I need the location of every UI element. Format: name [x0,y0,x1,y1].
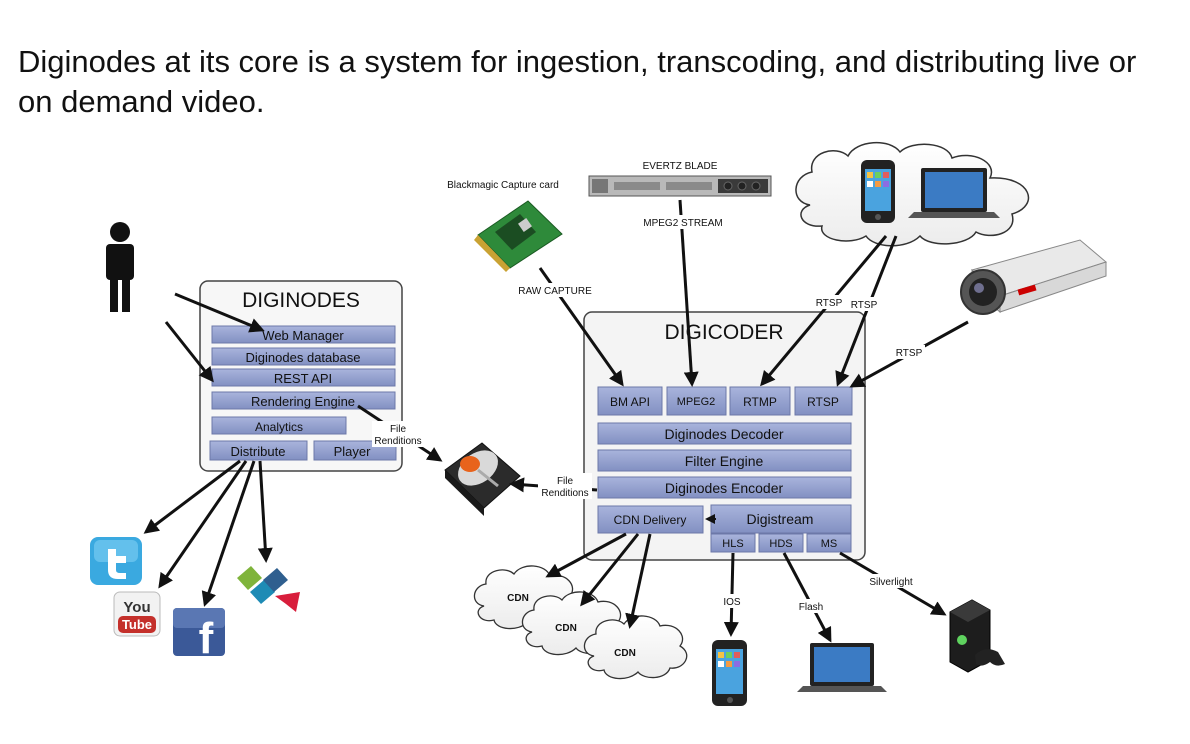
arrow-cdn-cloud1 [545,532,627,578]
module-diginodes-database [211,347,396,366]
module-rendering-engine [211,391,396,410]
silverlight-label: Silverlight [869,577,913,588]
digicoder-title: DIGICODER [664,321,783,344]
youtube-icon: You Tube [113,591,161,637]
twitter-icon [90,537,142,585]
module-player-label: Player [334,444,372,459]
module-analytics [211,416,347,435]
module-rest-api-label: REST API [274,371,332,386]
rtsp-label-3: RTSP [896,348,923,359]
input-rtmp-label: RTMP [743,395,777,409]
module-cdn-delivery [597,505,704,534]
rack-server-icon: EVERTZ BLADE [588,161,772,197]
mpeg2-stream-label: MPEG2 STREAM [643,218,722,229]
blackmagic-label: Blackmagic Capture card [447,180,559,191]
module-diginodes-encoder-label: Diginodes Encoder [665,480,784,496]
module-diginodes-decoder-label: Diginodes Decoder [664,426,783,442]
module-diginodes-decoder [597,422,852,445]
module-filter-engine [597,449,852,472]
module-digistream-label: Digistream [747,511,814,527]
arrow-distribute-bookmark [257,460,273,563]
input-mpeg2 [666,386,727,416]
cdn-label-3: CDN [614,648,636,659]
cdn-label-2: CDN [555,623,577,634]
arrow-distribute-facebook [201,460,256,607]
capture-card-icon: Blackmagic Capture card [447,180,563,272]
rtsp-label-1: RTSP [816,298,843,309]
diginodes-box: DIGINODES Web Manager Diginodes database… [199,280,403,472]
module-analytics-label: Analytics [255,420,303,434]
facebook-letter: f [199,614,214,663]
ip-camera-icon [960,239,1108,315]
arrow-evertz-mpeg2 [678,199,699,387]
input-rtsp [794,386,853,416]
module-digistream [710,504,852,534]
cdn-cloud-3: CDN [583,615,688,680]
file-renditions-2-line1: File [557,476,574,487]
module-cdn-delivery-label: CDN Delivery [614,513,687,527]
output-ms [806,533,852,553]
output-hls [710,533,756,553]
cdn-label-1: CDN [507,593,529,604]
arrow-hds-flash [782,552,832,643]
ios-label: IOS [723,597,741,608]
youtube-text-you: You [123,599,150,616]
arrow-cloud-rtmp [760,235,888,387]
person-icon [106,222,134,312]
arrow-distribute-twitter [143,459,241,534]
file-renditions-2-line2: Renditions [541,488,588,499]
laptop-icon [797,643,887,692]
raw-capture-label: RAW CAPTURE [518,286,592,297]
module-diginodes-database-label: Diginodes database [246,350,361,365]
diginodes-title: DIGINODES [242,289,360,312]
smartphone-icon [861,160,895,223]
arrow-cdn-cloud3 [625,533,652,629]
input-bm-api [597,386,663,416]
output-hls-label: HLS [722,538,743,550]
file-renditions-1-line2: Renditions [374,436,421,447]
device-cloud [795,141,1030,247]
module-rendering-engine-label: Rendering Engine [251,394,355,409]
input-mpeg2-label: MPEG2 [677,396,716,408]
output-hds [758,533,804,553]
arrow-distribute-youtube [158,460,248,589]
rtsp-label-2: RTSP [851,300,878,311]
module-distribute [209,440,308,461]
smartphone-icon [712,640,747,706]
evertz-label: EVERTZ BLADE [643,161,718,172]
youtube-text-tube: Tube [122,617,152,632]
arrow-cdn-cloud2 [580,533,640,607]
hard-drive-icon [444,442,521,516]
input-rtsp-label: RTSP [807,395,839,409]
page-title: Diginodes at its core is a system for in… [18,44,1137,119]
file-renditions-1-line1: File [390,424,407,435]
flash-label: Flash [799,602,823,613]
arrow-hls-ios [723,552,739,637]
input-bm-api-label: BM API [610,395,650,409]
module-diginodes-encoder [597,476,852,499]
module-filter-engine-label: Filter Engine [685,453,764,469]
connector-labels: RAW CAPTURE MPEG2 STREAM RTSP RTSP RTSP … [372,215,925,613]
facebook-icon: f [173,608,225,663]
digicoder-box: DIGICODER BM API MPEG2 RTMP RTSP Diginod… [583,311,866,561]
bookmark-service-icon [237,566,300,612]
module-distribute-label: Distribute [231,444,286,459]
game-console-icon [949,599,1005,673]
module-web-manager-label: Web Manager [262,328,344,343]
arrow-person-web-manager [174,292,265,333]
arrow-person-rest-api [164,321,214,383]
laptop-icon [908,168,1000,218]
output-ms-label: MS [821,538,838,550]
output-hds-label: HDS [769,538,792,550]
input-rtmp [729,386,791,416]
